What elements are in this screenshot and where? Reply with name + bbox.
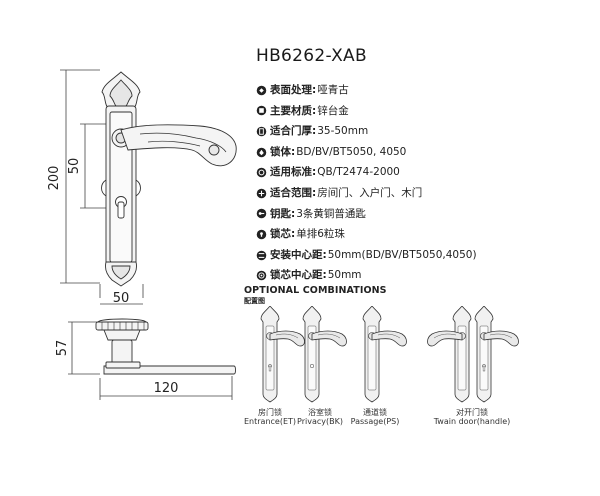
spec-item-cylinder: 锁芯:单排6粒珠 bbox=[256, 224, 477, 245]
optional-combinations-title: OPTIONAL COMBINATIONS bbox=[244, 285, 387, 296]
spec-value: 50mm(BD/BV/BT5050,4050) bbox=[327, 248, 477, 261]
material-icon bbox=[256, 106, 267, 116]
spec-label: 钥匙: bbox=[270, 207, 296, 220]
combo-entrance-image bbox=[260, 306, 305, 403]
spec-label: 锁芯中心距: bbox=[270, 269, 327, 282]
spec-value: 哑青古 bbox=[317, 84, 349, 96]
optional-combinations-subtitle: 配置图 bbox=[244, 297, 265, 305]
combo-privacy: 浴室锁 Privacy(BK) bbox=[297, 408, 343, 426]
door-icon bbox=[256, 126, 267, 137]
spec-value: BD/BV/BT5050, 4050 bbox=[296, 145, 407, 158]
spec-label: 适合门厚: bbox=[270, 125, 317, 138]
combo-privacy-image bbox=[302, 306, 347, 403]
spec-label: 锁芯: bbox=[270, 228, 296, 241]
dim-plate-width: 50 bbox=[113, 291, 130, 306]
combo-twain-en: Twain door(handle) bbox=[433, 417, 511, 426]
combo-entrance-cn: 房门锁 bbox=[258, 408, 282, 417]
key-icon bbox=[256, 209, 267, 219]
spec-item-lock-body: 锁体:BD/BV/BT5050, 4050 bbox=[256, 142, 477, 163]
spec-label: 适合范围: bbox=[270, 186, 317, 199]
spec-item-center-distance: 安装中心距:50mm(BD/BV/BT5050,4050) bbox=[256, 245, 477, 266]
spec-value: 3条黄铜普通匙 bbox=[296, 207, 366, 220]
spec-item-key: 钥匙:3条黄铜普通匙 bbox=[256, 204, 477, 225]
spec-label: 锁体: bbox=[270, 145, 296, 158]
spec-value: 单排6粒珠 bbox=[296, 228, 345, 241]
combo-twain-image-right bbox=[474, 306, 519, 403]
combo-privacy-en: Privacy(BK) bbox=[297, 417, 343, 426]
combo-passage: 通道锁 Passage(PS) bbox=[351, 408, 400, 426]
spec-label: 主要材质: bbox=[270, 104, 317, 117]
combo-entrance: 房门锁 Entrance(ET) bbox=[244, 408, 296, 426]
dim-center-distance: 50 bbox=[67, 158, 82, 175]
center-distance-icon bbox=[256, 250, 267, 260]
spec-label: 安装中心距: bbox=[270, 248, 327, 261]
spec-label: 适用标准: bbox=[270, 166, 317, 179]
combo-passage-en: Passage(PS) bbox=[350, 417, 400, 426]
spec-item-standard: 适用标准:QB/T2474-2000 bbox=[256, 162, 477, 183]
combo-twain: 对开门锁 Twain door(handle) bbox=[434, 408, 511, 426]
spec-value: 50mm bbox=[327, 269, 362, 282]
spec-value: 房间门、入户门、木门 bbox=[317, 186, 423, 199]
spec-item-cylinder-distance: 锁芯中心距:50mm bbox=[256, 265, 477, 286]
lock-side-view bbox=[95, 318, 236, 375]
spec-item-material: 主要材质:锌台金 bbox=[256, 101, 477, 122]
model-number: HB6262-XAB bbox=[256, 46, 367, 66]
combo-twain-image bbox=[427, 306, 472, 403]
spec-value: 35-50mm bbox=[317, 125, 369, 138]
cylinder-distance-icon bbox=[256, 270, 267, 281]
spec-list: 表面处理:哑青古 主要材质:锌台金 适合门厚:35-50mm 锁体:BD/BV/… bbox=[256, 80, 477, 286]
spec-item-surface: 表面处理:哑青古 bbox=[256, 80, 477, 101]
range-icon bbox=[256, 188, 267, 199]
spec-value: 锌台金 bbox=[317, 104, 349, 117]
combo-twain-cn: 对开门锁 bbox=[455, 408, 488, 417]
spec-item-door-thickness: 适合门厚:35-50mm bbox=[256, 121, 477, 142]
spec-value: QB/T2474-2000 bbox=[317, 166, 400, 179]
combination-images bbox=[240, 306, 600, 406]
lock-front-view bbox=[101, 71, 237, 287]
lock-body-icon bbox=[256, 147, 267, 157]
surface-icon bbox=[256, 85, 267, 96]
combo-passage-image bbox=[362, 306, 407, 403]
combo-privacy-cn: 浴室锁 bbox=[307, 408, 332, 417]
dim-projection: 57 bbox=[55, 340, 70, 357]
standard-icon bbox=[256, 167, 267, 178]
combo-entrance-en: Entrance(ET) bbox=[243, 417, 297, 426]
dim-lever-length: 120 bbox=[154, 381, 179, 396]
combo-passage-cn: 通道锁 bbox=[363, 408, 387, 417]
dimension-drawing: 200 50 50 57 120 bbox=[0, 0, 240, 420]
cylinder-icon bbox=[256, 229, 267, 240]
dim-total-height: 200 bbox=[47, 166, 62, 191]
spec-label: 表面处理: bbox=[270, 84, 317, 96]
spec-item-range: 适合范围:房间门、入户门、木门 bbox=[256, 183, 477, 204]
